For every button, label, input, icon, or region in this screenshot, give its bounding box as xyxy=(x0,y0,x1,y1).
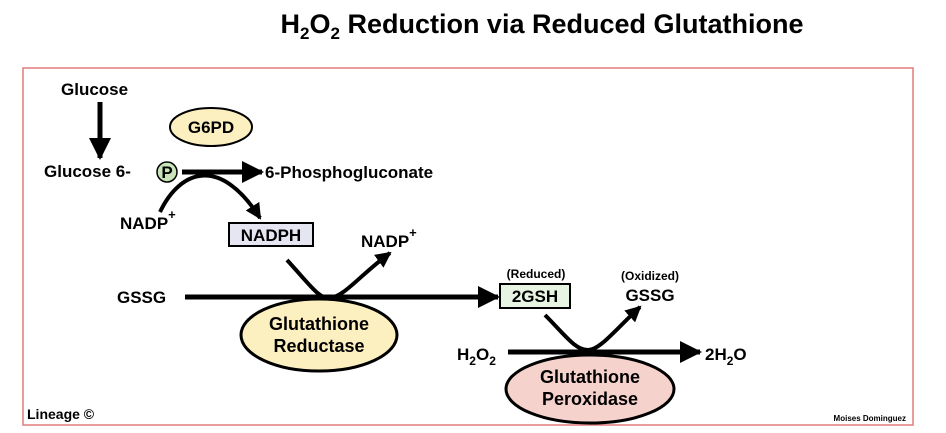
oxidized-label: (Oxidized) xyxy=(621,269,679,283)
diagram-frame xyxy=(22,67,914,426)
nadph-label: NADPH xyxy=(241,226,301,245)
reductase-line1: Glutathione xyxy=(269,314,369,334)
nadp-to-nadph-curve xyxy=(158,173,262,220)
gsh-to-gssg-curve xyxy=(543,305,642,353)
page-title: H2O2 Reduction via Reduced Glutathione xyxy=(280,9,803,43)
reductase-line2: Reductase xyxy=(273,336,364,356)
gssg-in-label: GSSG xyxy=(117,288,166,307)
phosphate-label: P xyxy=(161,163,172,182)
gssg-out-label: GSSG xyxy=(625,286,674,305)
peroxidase-line1: Glutathione xyxy=(540,367,640,387)
phosphate-circle xyxy=(156,161,178,183)
glutathione-reductase-ellipse xyxy=(239,297,399,373)
g6pd-enzyme-ellipse xyxy=(169,107,253,147)
peroxidase-line2: Peroxidase xyxy=(542,389,638,409)
h2o2-label: H2O2 xyxy=(457,345,496,368)
gsh-box xyxy=(499,283,571,309)
glutathione-peroxidase-ellipse xyxy=(504,353,676,425)
nadph-box xyxy=(228,222,314,247)
glucose-label: Glucose xyxy=(61,80,128,99)
nadph-to-nadp-curve xyxy=(285,251,392,301)
g6pd-label: G6PD xyxy=(188,118,234,137)
nadp-in-label: NADP+ xyxy=(120,207,176,233)
author-credit: Moises Dominguez xyxy=(834,414,906,423)
nadp-out-label: NADP+ xyxy=(361,225,417,251)
gsh-label: 2GSH xyxy=(512,287,558,306)
6pg-label: 6-Phosphogluconate xyxy=(265,163,433,182)
lineage-footer: Lineage © xyxy=(27,406,95,422)
glucose6-label: Glucose 6- xyxy=(44,162,131,181)
water-label: 2H2O xyxy=(705,345,747,368)
reduced-label: (Reduced) xyxy=(507,267,566,281)
